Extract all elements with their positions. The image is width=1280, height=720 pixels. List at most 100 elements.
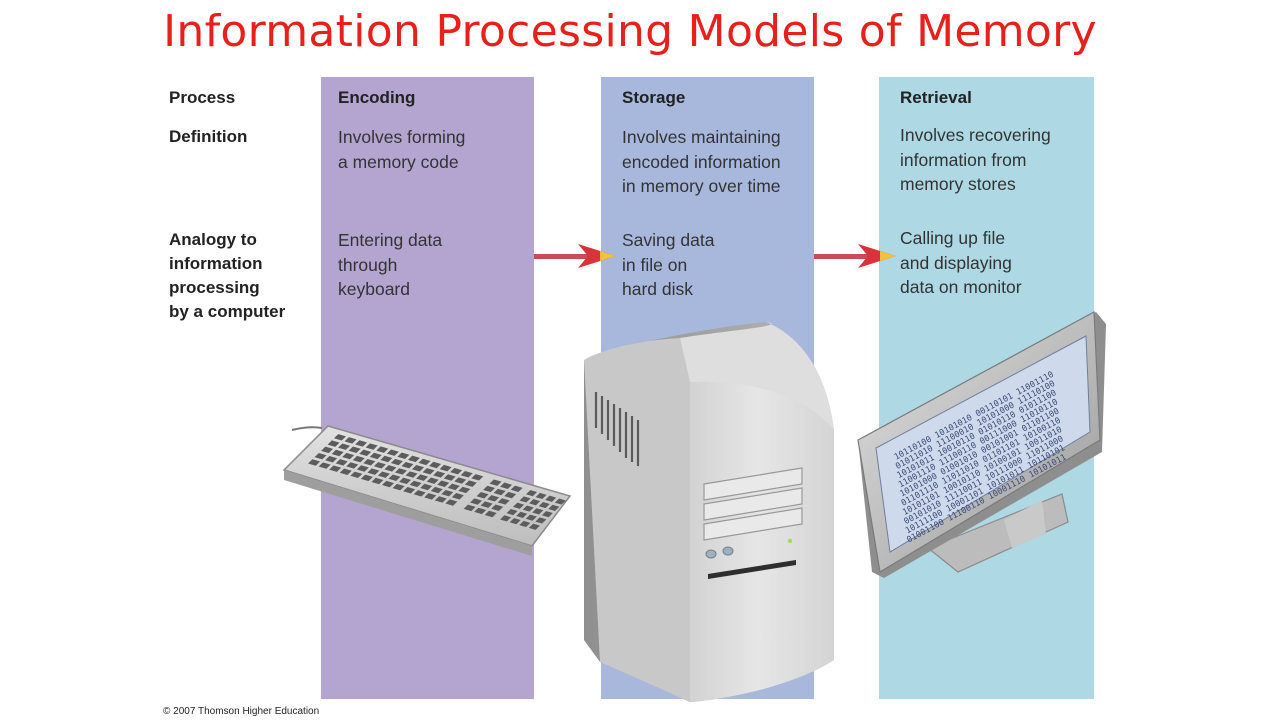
keyboard-key [335,459,348,466]
keyboard-key [348,446,361,453]
keyboard-key [554,498,566,505]
keyboard-key [491,504,504,511]
keyboard-key [355,440,368,447]
keyboard-key [409,480,422,488]
keyboard-key [513,502,525,509]
keyboard-key [470,498,483,505]
keyboard-key [447,483,460,491]
keyboard-key [426,477,439,484]
drive-bays [703,467,803,541]
definition-encoding: Involves forming a memory code [338,127,466,172]
row-label-process: Process [169,88,236,107]
keyboard-key [460,471,473,478]
keyboard-key [474,507,487,515]
keyboard-key [528,523,540,530]
keyboard-key [399,477,412,485]
arrow-storage-to-retrieval [814,244,896,268]
keyboard-key [386,449,399,456]
keyboard-key [489,479,502,486]
keyboard-key [451,493,464,500]
keyboard-key [532,508,544,515]
keyboard-key [471,474,484,481]
analogy-encoding: Entering data through keyboard [338,230,443,299]
keyboard-key [500,482,513,489]
keyboard-key [416,474,429,481]
keyboard-key [437,480,450,487]
keyboard-key [500,515,512,522]
keyboard-key [509,518,521,525]
keyboard-key [373,462,386,469]
keyboard-key [384,465,397,472]
keyboard-key [325,456,338,463]
stage-name-retrieval: Retrieval [900,88,972,107]
keyboard-key [450,467,463,475]
row-label-definition: Definition [169,127,248,146]
keyboard-key [541,511,553,518]
keyboard-key [484,510,497,518]
keyboard-key [535,517,547,524]
keyboard-key [352,455,365,463]
keyboard-key [413,490,426,497]
analogy-retrieval: Calling up file and displaying data on m… [900,228,1022,297]
keyboard-key [377,471,390,478]
keyboard-key [388,474,401,481]
power-led [787,538,793,544]
keyboard-key [458,486,471,494]
definition-storage: Involves maintaining encoded information… [622,127,781,196]
keyboard-key [360,474,373,482]
keyboard-key [369,452,382,460]
keyboard-key [525,514,537,521]
keyboard-key [356,465,369,472]
keyboard-key [545,495,557,502]
keyboard-key [443,474,456,481]
keyboard-key [371,477,384,485]
stage-name-storage: Storage [622,88,686,107]
keyboard-key [445,499,458,506]
keyboard-key [433,471,446,478]
keyboard-key [418,458,431,466]
keyboard-key [346,462,359,469]
analogy-storage: Saving data in file on hard disk [622,230,715,299]
keyboard-key [401,461,414,469]
keyboard-key [420,483,433,491]
keyboard-key [329,465,342,472]
keyboard-key [510,485,523,493]
keyboard-key [318,462,331,469]
keyboard-icon [282,425,572,556]
keyboard-key [344,437,357,444]
keyboard-key [334,434,346,441]
keyboard-key [363,459,376,466]
keyboard-key [506,508,518,516]
keyboard-key [487,495,500,502]
keyboard-key [338,443,351,450]
keyboard-key [476,492,489,499]
keyboard-key [321,446,334,454]
keyboard-key [314,452,327,460]
keyboard-key [464,480,477,487]
arrow-encoding-to-storage [534,244,616,268]
keyboard-key [519,496,531,503]
keyboard-key [308,459,321,466]
keyboard-key [522,505,534,512]
slide-title: Information Processing Models of Memory [163,6,1097,57]
tower-vents [594,392,640,466]
keyboard-key [434,496,447,503]
keyboard-key [376,446,389,453]
reset-button [722,546,734,556]
power-button [705,549,717,559]
monitor-icon: 10110100 10101010 00110101 1100111001011… [857,311,1106,578]
keyboard-key [365,443,378,450]
keyboard-key [430,486,443,494]
definition-retrieval: Involves recovering information from mem… [900,125,1051,194]
copyright-notice: © 2007 Thomson Higher Education [163,706,320,717]
keyboard-key [429,461,442,469]
keyboard-key [367,468,380,475]
keyboard-key [390,458,403,466]
keyboard-key [504,491,517,499]
keyboard-key [454,477,467,484]
keyboard-key [412,465,424,472]
keyboard-key [382,480,394,488]
keyboard-key [439,464,452,472]
keyboard-key [405,471,418,478]
keyboard-key [441,489,454,497]
